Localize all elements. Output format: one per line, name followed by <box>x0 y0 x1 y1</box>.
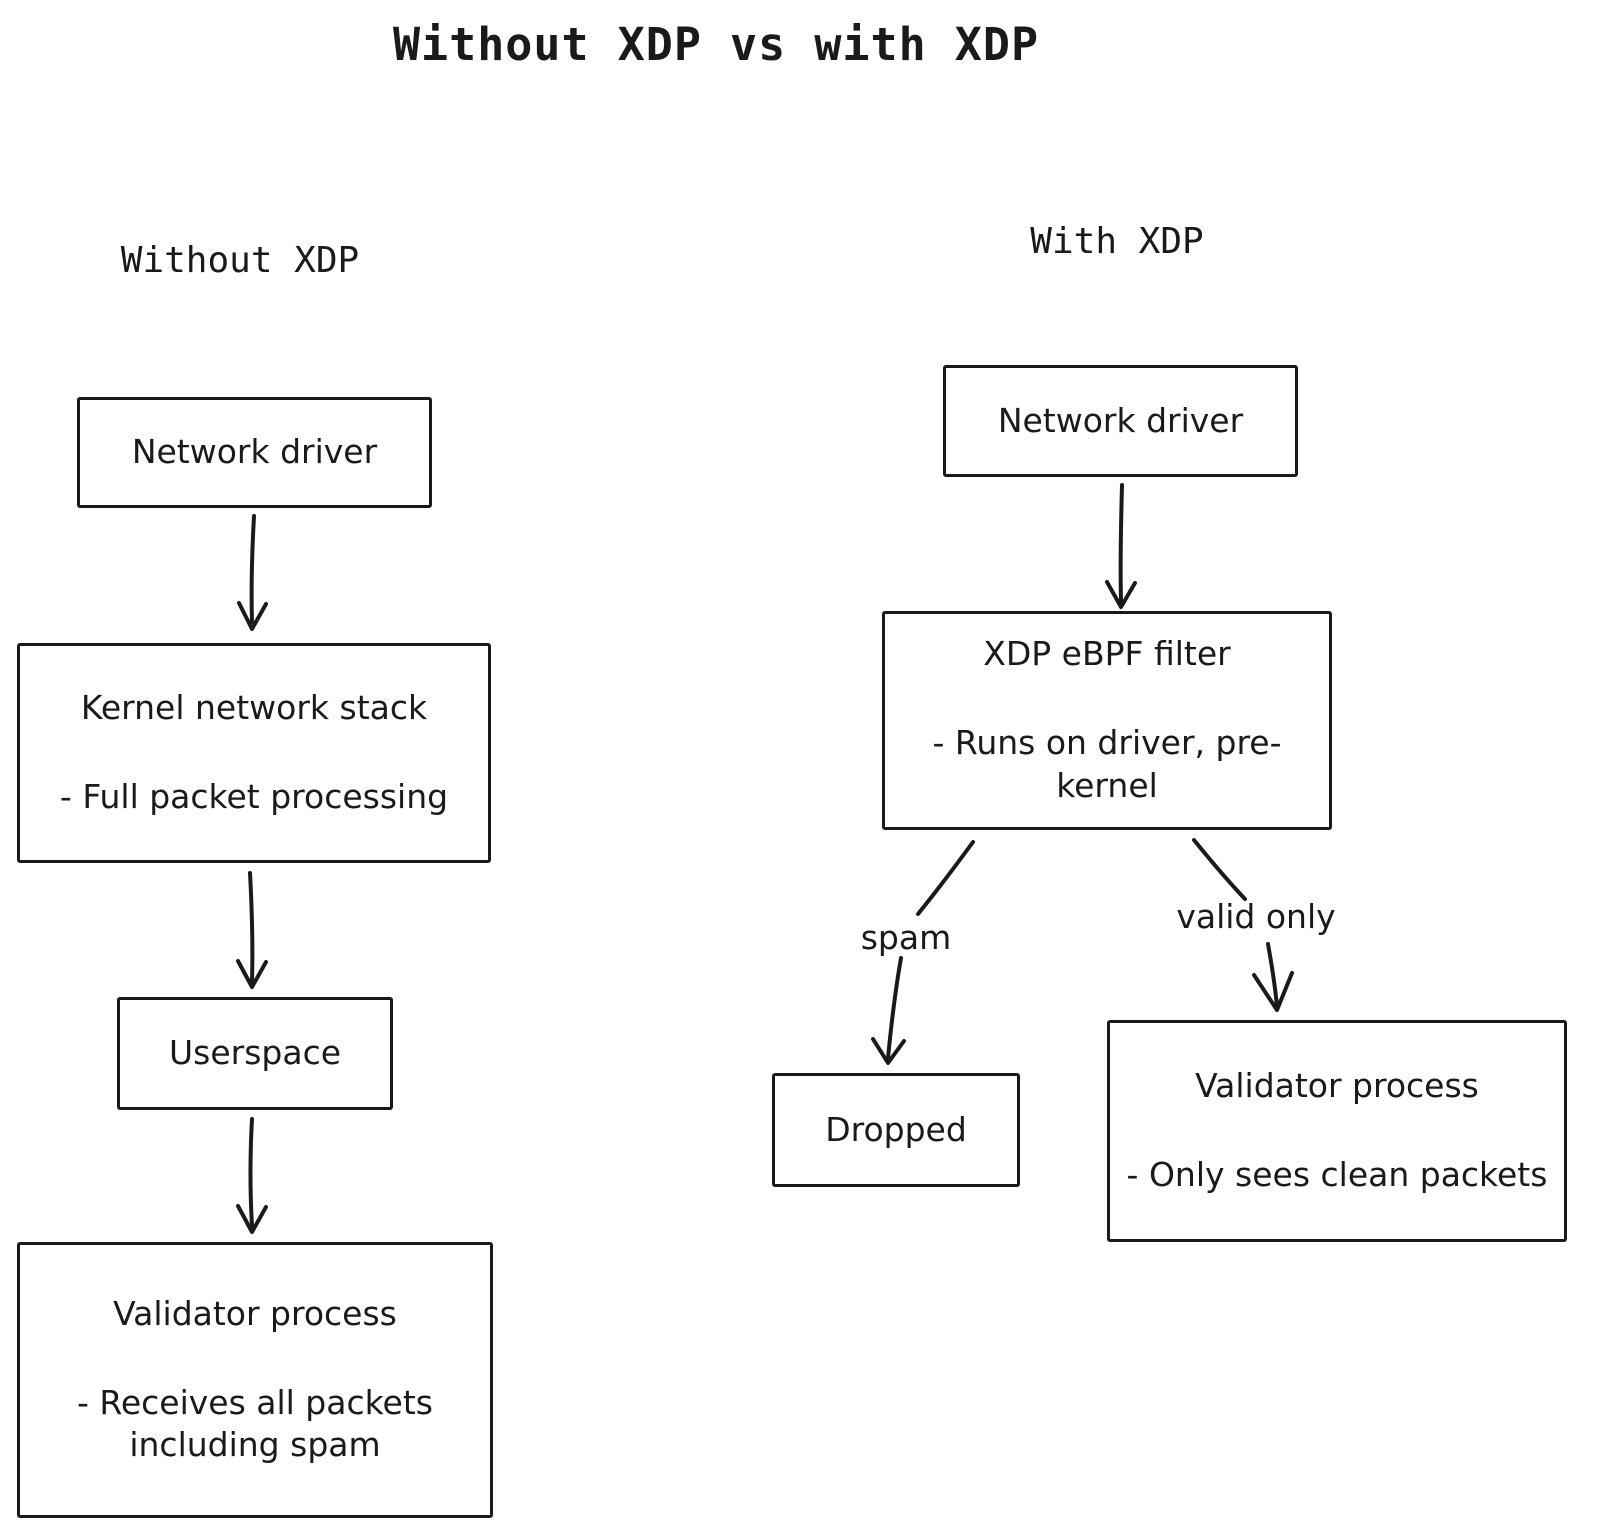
arrow-right-driver-to-filter <box>1105 483 1137 609</box>
arrow-left-driver-to-kernel <box>237 514 268 631</box>
node-xdp-ebpf-filter: XDP eBPF filter - Runs on driver, pre-ke… <box>882 611 1332 830</box>
edge-label-spam: spam <box>860 918 952 957</box>
node-title: Userspace <box>168 1033 342 1073</box>
node-kernel-network-stack: Kernel network stack - Full packet proce… <box>17 643 491 863</box>
node-bullet: - Receives all packets including spam <box>76 1382 433 1465</box>
diagram-title: Without XDP vs with XDP <box>392 18 1040 71</box>
node-validator-left: Validator process - Receives all packets… <box>17 1242 493 1518</box>
node-validator-right: Validator process - Only sees clean pack… <box>1107 1020 1567 1242</box>
node-bullet: - Runs on driver, pre-kernel <box>932 723 1282 805</box>
right-column-header: With XDP <box>1030 221 1204 262</box>
node-title: Network driver <box>131 432 378 472</box>
arrow-left-kernel-to-userspace <box>236 871 268 989</box>
node-bullet: - Only sees clean packets <box>1126 1155 1548 1194</box>
node-userspace: Userspace <box>117 997 393 1110</box>
node-network-driver-left: Network driver <box>77 397 432 508</box>
left-column-header: Without XDP <box>120 240 360 281</box>
node-bullet: - Full packet processing <box>59 777 449 816</box>
node-network-driver-right: Network driver <box>943 365 1298 477</box>
arrow-left-userspace-to-validator <box>236 1117 268 1234</box>
node-title: Dropped <box>825 1109 967 1149</box>
node-title: XDP eBPF filter <box>983 634 1231 674</box>
node-title: Validator process <box>1195 1066 1479 1106</box>
node-title: Kernel network stack <box>80 688 428 728</box>
node-dropped: Dropped <box>772 1073 1020 1187</box>
edge-label-valid-only: valid only <box>1176 897 1336 936</box>
node-title: Network driver <box>997 400 1244 440</box>
node-title: Validator process <box>113 1293 397 1333</box>
